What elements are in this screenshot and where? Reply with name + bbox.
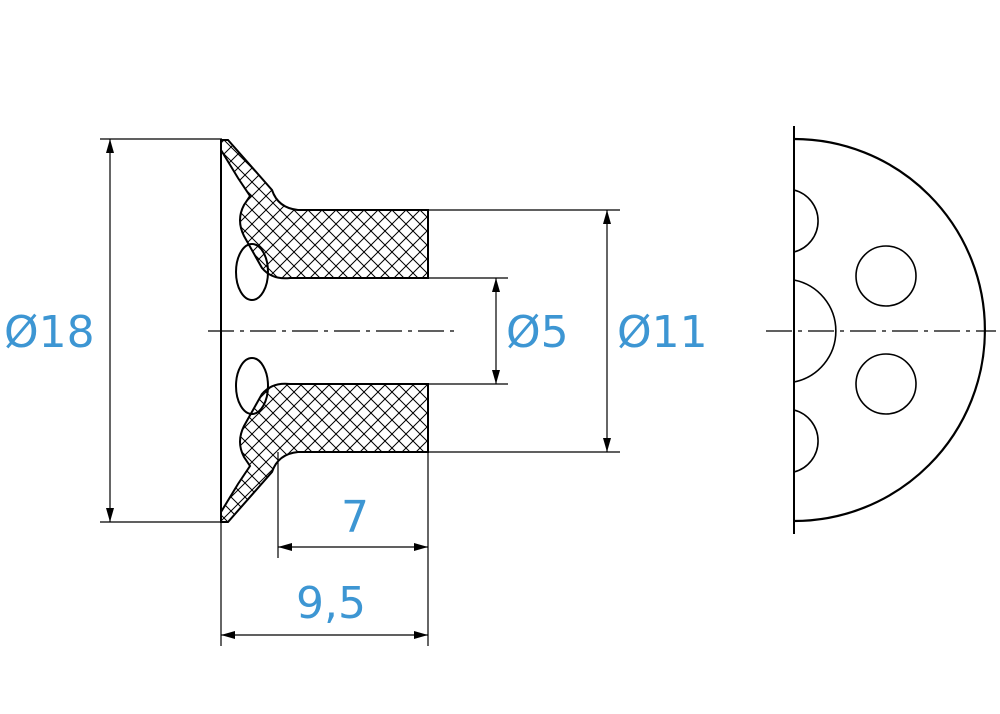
end-view-hole-upper (855, 245, 917, 307)
end-view (766, 126, 996, 534)
dim-shank-diameter-label: Ø11 (617, 307, 708, 358)
dim-outer-diameter-label: Ø18 (4, 307, 95, 358)
end-view-half-hole-bottom (793, 409, 819, 473)
end-view-outline (793, 137, 987, 523)
lower-section-hatch (220, 382, 429, 523)
vent-hole-upper (235, 243, 269, 301)
dimension-labels: Ø18 Ø5 Ø11 7 9,5 (4, 307, 708, 629)
dim-shank-length-label: 7 (341, 492, 369, 543)
dim-bore-diameter-label: Ø5 (506, 307, 569, 358)
vent-hole-lower (235, 357, 269, 415)
end-view-half-hole-top (793, 189, 819, 253)
upper-section-hatch (220, 139, 429, 280)
dimension-lines (100, 138, 620, 646)
section-view (208, 139, 458, 523)
end-view-hole-lower (855, 353, 917, 415)
dim-overall-length-label: 9,5 (296, 578, 366, 629)
end-view-bore (793, 279, 837, 383)
